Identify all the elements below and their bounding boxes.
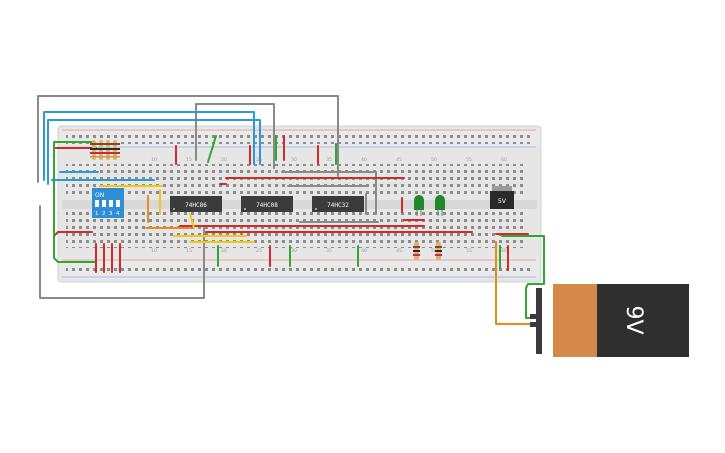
chip-label-3: 74HC32 <box>327 202 349 209</box>
chip-74hc08[interactable]: 74HC08 <box>241 196 293 212</box>
dip-pos-4: 4 <box>116 211 120 217</box>
column-number: 15 <box>186 157 192 163</box>
led-2[interactable] <box>435 195 445 216</box>
chip-74hc86[interactable]: 74HC86 <box>170 196 222 212</box>
resistor-2 <box>435 242 442 260</box>
dip-pos-1: 1 <box>95 211 99 217</box>
column-number: 55 <box>466 157 472 163</box>
resistor-1 <box>413 242 420 260</box>
column-number: 60 <box>501 248 507 254</box>
column-number: 40 <box>361 248 367 254</box>
column-number: 60 <box>501 157 507 163</box>
battery-9v[interactable]: 9V <box>530 284 689 357</box>
top-power-rail <box>60 128 539 148</box>
wire-blue-2 <box>47 119 261 185</box>
column-number: 10 <box>151 248 157 254</box>
bottom-power-rail <box>60 258 539 278</box>
wire-gray-bottom-loop <box>39 205 205 299</box>
regulator-label: 5V <box>498 198 507 205</box>
column-number: 35 <box>326 157 332 163</box>
column-number: 35 <box>326 248 332 254</box>
column-number: 50 <box>431 248 437 254</box>
column-number: 20 <box>221 157 227 163</box>
wire-orange-battery <box>495 241 533 325</box>
dip-pos-3: 3 <box>109 211 113 217</box>
resistor-array-top <box>90 140 120 160</box>
column-number: 55 <box>466 248 472 254</box>
lower-terminal-strip <box>66 212 526 248</box>
wires <box>37 95 545 325</box>
column-number: 45 <box>396 248 402 254</box>
chip-label-1: 74HC86 <box>185 202 207 209</box>
wire-blue-1 <box>43 111 255 181</box>
column-number: 25 <box>256 248 262 254</box>
wire-gray-inner-loop <box>195 103 275 169</box>
dip-pos-2: 2 <box>102 211 106 217</box>
dip-switch[interactable]: ON 1 2 3 4 <box>92 188 124 218</box>
dip-switch-header: ON <box>95 192 104 199</box>
column-number: 15 <box>186 248 192 254</box>
wire-green-left-loop <box>53 141 97 263</box>
chip-74hc32[interactable]: 74HC32 <box>312 196 364 212</box>
wire-green-battery <box>501 235 545 319</box>
voltage-regulator[interactable]: 5V <box>490 186 514 209</box>
column-number: 30 <box>291 248 297 254</box>
column-number: 30 <box>291 157 297 163</box>
battery-label: 9V <box>621 305 646 334</box>
wire-yellow-5 <box>189 213 195 229</box>
column-number: 20 <box>221 248 227 254</box>
chip-label-2: 74HC08 <box>256 202 278 209</box>
column-numbers-bottom: 10 15 20 25 30 35 40 45 50 55 60 <box>151 248 507 254</box>
column-number: 45 <box>396 157 402 163</box>
column-number: 50 <box>431 157 437 163</box>
column-number: 40 <box>361 157 367 163</box>
center-channel <box>62 200 537 209</box>
led-1[interactable] <box>414 195 424 216</box>
wire-gray-top-loop <box>37 95 339 183</box>
column-number: 10 <box>151 157 157 163</box>
